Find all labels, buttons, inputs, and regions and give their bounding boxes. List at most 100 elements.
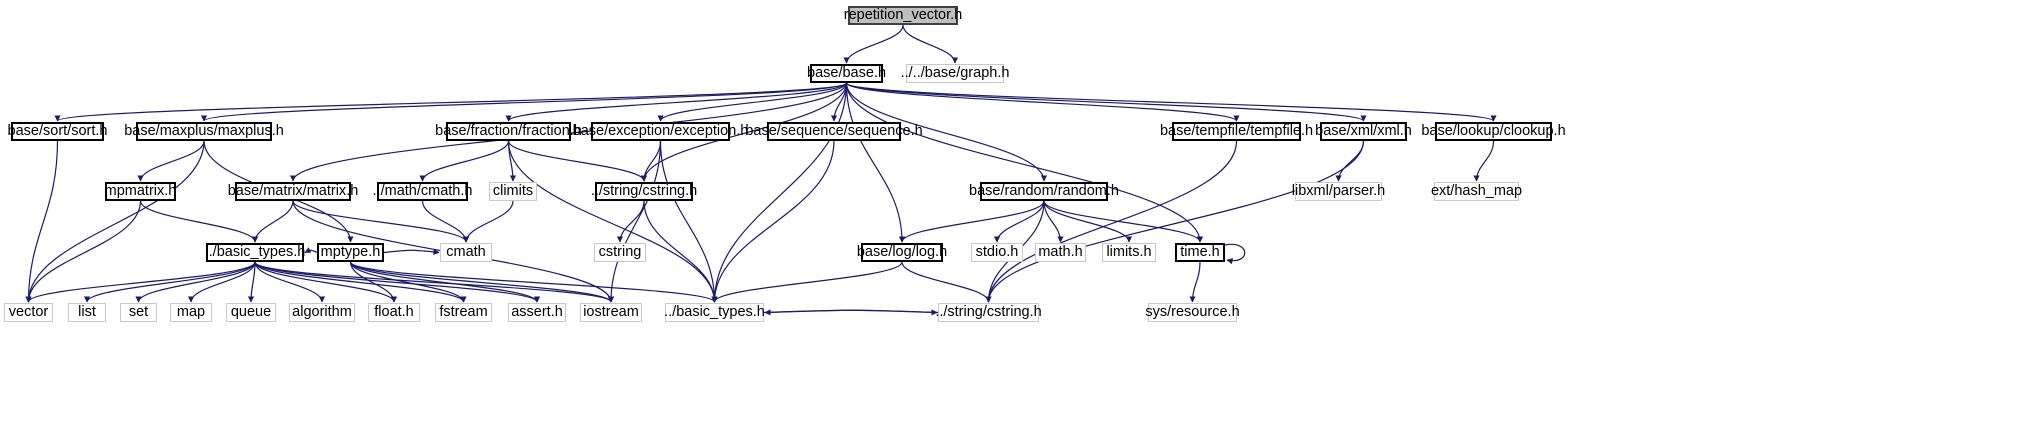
edge-xml-to-cstring_bot — [985, 140, 1365, 303]
node-base-tempfile-tempfile-h[interactable]: base/tempfile/tempfile.h — [1159, 122, 1314, 141]
node-time-h[interactable]: time.h — [1175, 243, 1225, 262]
node-mptype-h[interactable]: mptype.h — [317, 243, 384, 262]
edge-exception-to-basic_types_bot — [659, 140, 718, 303]
edge-fraction-to-basic_types_bot — [507, 140, 718, 303]
edge-base_base-to-time_h — [845, 82, 1204, 243]
node-iostream[interactable]: iostream — [580, 303, 642, 322]
edge-fraction-to-cmath_h — [419, 140, 510, 182]
edge-base_base-to-random — [845, 82, 1048, 182]
edge-base_base-to-log — [845, 82, 906, 243]
edge-maxplus-to-vector — [25, 140, 205, 303]
node-queue[interactable]: queue — [226, 303, 276, 322]
node-base-base-h[interactable]: base/base.h — [807, 64, 887, 83]
node-limits-h[interactable]: limits.h — [1102, 243, 1156, 262]
edge-sequence-to-basic_types_bot — [711, 140, 835, 303]
edge-time_h-to-sys_resource — [1189, 261, 1201, 303]
edge-random-to-log — [898, 200, 1045, 243]
node-float-h[interactable]: float.h — [368, 303, 420, 322]
node-base-sort-sort-h[interactable]: base/sort/sort.h — [7, 122, 108, 141]
edge-base_base-to-clookup — [845, 82, 1497, 122]
node-base-xml-xml-h[interactable]: base/xml/xml.h — [1315, 122, 1412, 141]
edge-base_base-to-exception — [657, 82, 848, 122]
node-base-sequence-sequence-h[interactable]: base/sequence/sequence.h — [745, 122, 923, 141]
node-cstring[interactable]: cstring — [594, 243, 646, 262]
node-math-cmath-h[interactable]: ../math/cmath.h — [372, 182, 473, 201]
edge-basic_types_mid-to-set — [135, 261, 256, 303]
node-basic-types-h-mid[interactable]: ../basic_types.h — [204, 243, 306, 262]
node-base-random-random-h[interactable]: base/random/random.h — [969, 182, 1119, 201]
edge-base_base-to-basic_types_bot — [711, 82, 848, 303]
node-libxml-parser-h[interactable]: libxml/parser.h — [1291, 182, 1386, 201]
node-set[interactable]: set — [120, 303, 157, 322]
edge-basic_types_mid-to-iostream — [254, 261, 615, 303]
node-basic-types-h-bottom[interactable]: ../basic_types.h — [664, 303, 765, 322]
node-math-h[interactable]: math.h — [1035, 243, 1086, 262]
edge-clookup-to-hash_map — [1473, 140, 1495, 182]
node-algorithm[interactable]: algorithm — [289, 303, 355, 322]
node-string-cstring-h[interactable]: ../string/cstring.h — [590, 182, 698, 201]
edge-random-to-limits_h — [1043, 200, 1133, 243]
edge-base_base-to-fraction — [505, 82, 848, 122]
edge-basic_types_mid-to-vector — [25, 261, 256, 303]
edge-basic_types_mid-to-fstream — [254, 261, 467, 303]
edge-matrix-to-cmath — [292, 200, 470, 243]
edge-mptype-to-fstream — [349, 261, 467, 303]
node-repetition-vector-h[interactable]: repetition_vector.h — [843, 6, 963, 25]
edge-sort-to-vector — [25, 140, 59, 303]
node-base-matrix-matrix-h[interactable]: base/matrix/matrix.h — [227, 182, 359, 201]
edge-random-to-math_h — [1043, 200, 1064, 243]
node-climits[interactable]: climits — [489, 182, 537, 201]
edge-base_base-to-cstring_h — [640, 82, 848, 182]
node-base-fraction-fraction-h[interactable]: base/fraction/fraction.h — [435, 122, 582, 141]
edge-mpmatrix-to-basic_types_mid — [139, 200, 259, 243]
edge-base_base-to-sort — [54, 82, 848, 122]
node-base-lookup-clookup-h[interactable]: base/lookup/clookup.h — [1421, 122, 1566, 141]
node-stdio-h[interactable]: stdio.h — [971, 243, 1023, 262]
edge-base_base-to-xml — [845, 82, 1367, 122]
edge-random-to-stdio — [993, 200, 1045, 243]
edge-basic_types_mid-to-float_h — [254, 261, 398, 303]
edge-cstring_bot-to-basic_types_bot — [764, 309, 939, 316]
node-list[interactable]: list — [68, 303, 106, 322]
node-sys-resource-h[interactable]: sys/resource.h — [1145, 303, 1240, 322]
node-base-graph-h[interactable]: ../../base/graph.h — [900, 64, 1010, 83]
edge-cstring_h-to-basic_types_bot — [643, 200, 718, 303]
edge-basic_types_mid-to-map — [187, 261, 256, 303]
node-vector[interactable]: vector — [4, 303, 53, 322]
edge-maxplus-to-mpmatrix — [137, 140, 205, 182]
edge-time_h-to-time_h — [1224, 243, 1246, 265]
node-ext-hash-map[interactable]: ext/hash_map — [1430, 182, 1523, 201]
edge-random-to-time_h — [1043, 200, 1204, 243]
edge-basic_types_mid-to-assert_h — [254, 261, 541, 303]
edge-basic_types_mid-to-list — [83, 261, 256, 303]
edge-basic_types_mid-to-queue — [247, 261, 256, 303]
edge-repetition_vector-to-base_base — [843, 24, 904, 64]
node-assert-h[interactable]: assert.h — [508, 303, 566, 322]
node-cmath[interactable]: cmath — [440, 243, 492, 262]
node-string-cstring-h-bottom[interactable]: ../string/cstring.h — [935, 303, 1042, 322]
edge-mptype-to-iostream — [349, 261, 615, 303]
edge-mpmatrix-to-vector — [25, 200, 142, 303]
edge-cmath_h-to-cmath — [421, 200, 470, 243]
node-base-exception-exception-h[interactable]: base/exception/exception.h — [572, 122, 749, 141]
edge-exception-to-cstring_h — [640, 140, 662, 182]
node-fstream[interactable]: fstream — [435, 303, 492, 322]
edge-fraction-to-cstring_h — [507, 140, 648, 182]
node-map[interactable]: map — [170, 303, 212, 322]
edge-mptype-to-assert_h — [349, 261, 541, 303]
edge-xml-to-libxml_parser — [1335, 140, 1365, 182]
node-base-maxplus-maxplus-h[interactable]: base/maxplus/maxplus.h — [124, 122, 284, 141]
edge-base_base-to-maxplus — [201, 82, 848, 122]
edge-mptype-to-float_h — [349, 261, 398, 303]
node-mpmatrix-h[interactable]: mpmatrix.h — [104, 182, 177, 201]
edge-log-to-cstring_bot — [901, 261, 992, 303]
edge-mptype-to-cmath — [383, 248, 440, 255]
edge-repetition_vector-to-graph_h — [902, 24, 959, 64]
edge-cstring_h-to-cstring — [616, 200, 645, 243]
node-base-log-log-h[interactable]: base/log/log.h — [856, 243, 948, 262]
edge-tempfile-to-cstring_bot — [985, 140, 1238, 303]
edge-mptype-to-basic_types_bot — [349, 261, 718, 303]
edge-basic_types_mid-to-algorithm — [254, 261, 326, 303]
